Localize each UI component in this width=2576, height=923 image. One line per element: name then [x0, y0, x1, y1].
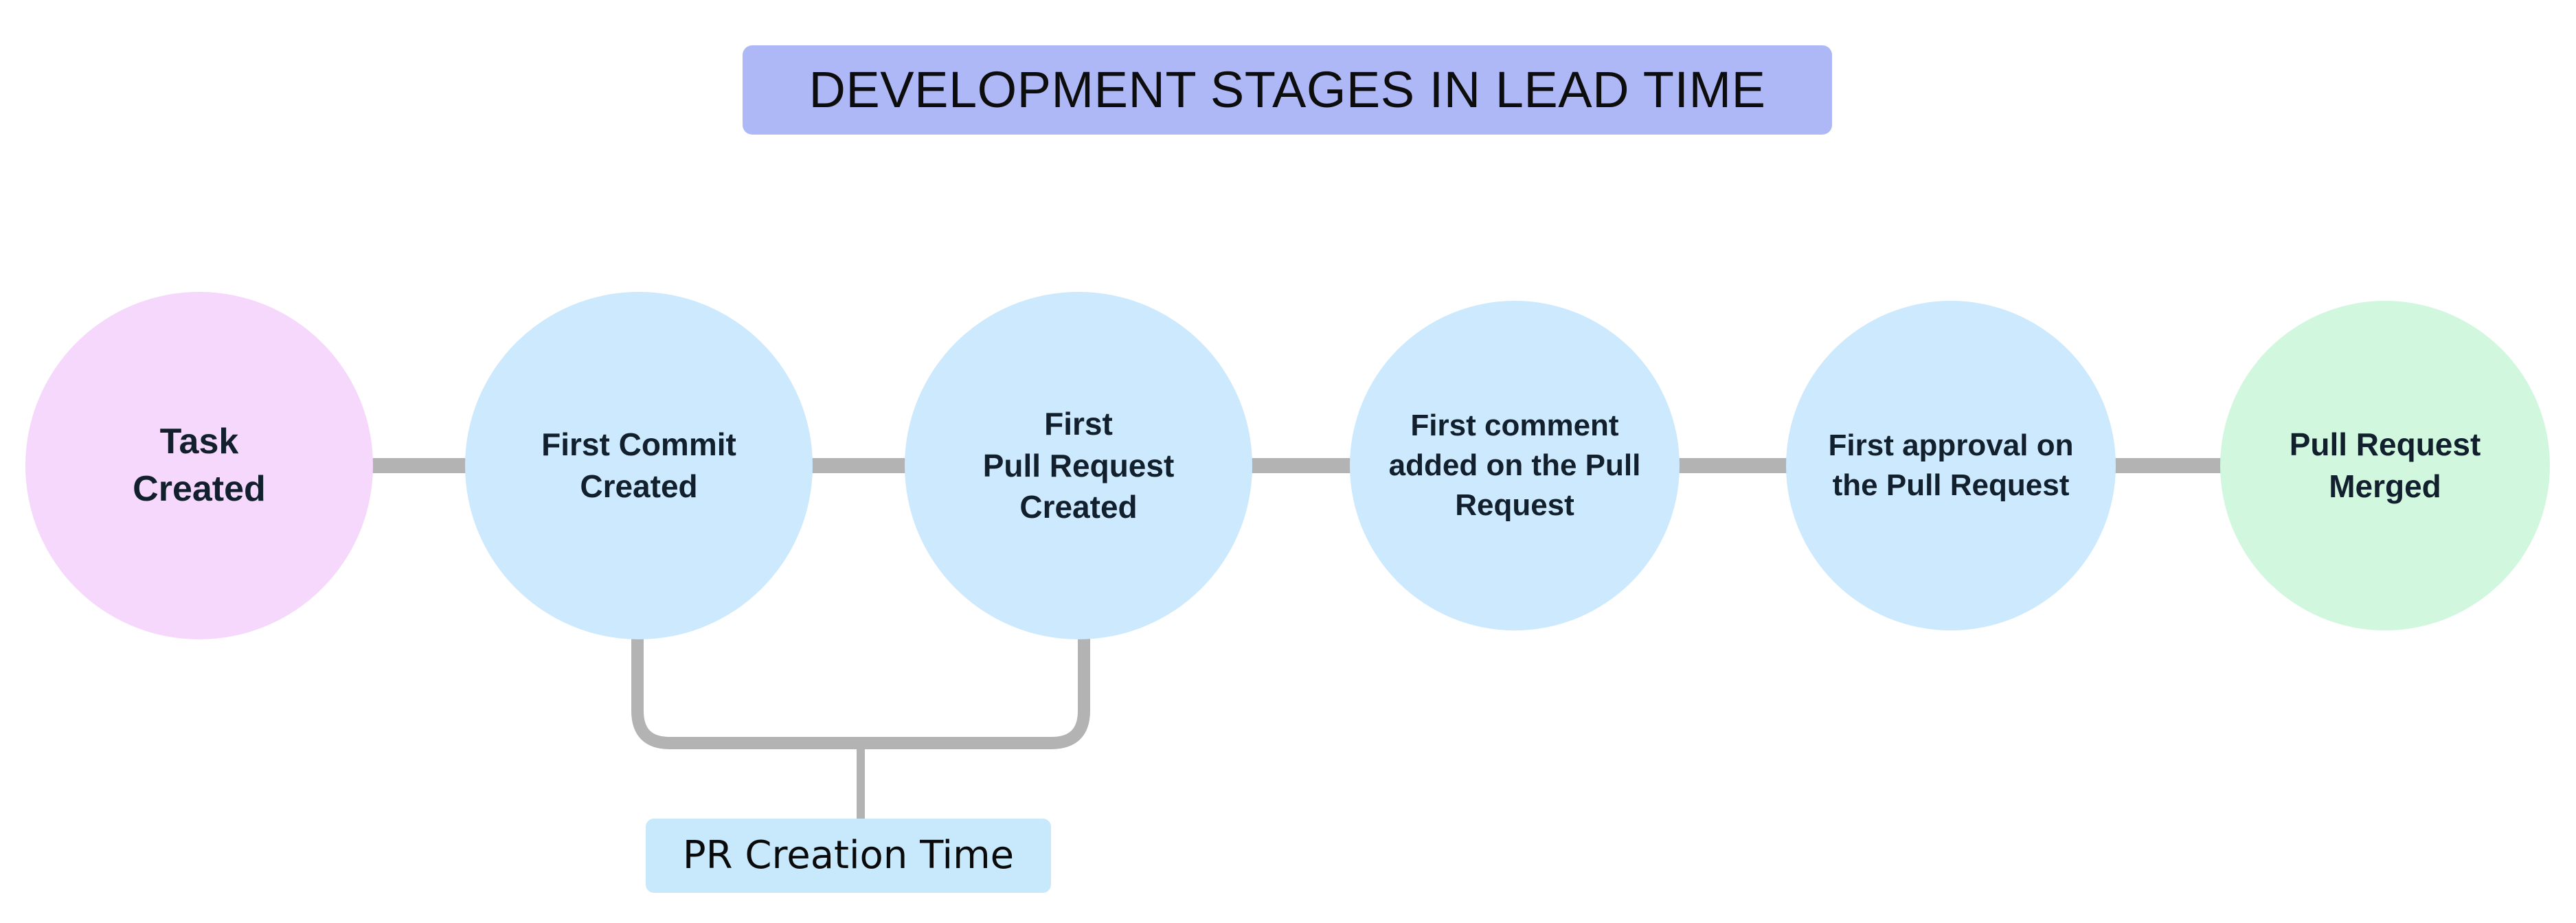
node-first-comment-on-pr[interactable]: First comment added on the Pull Request	[1350, 301, 1680, 630]
node-label-first-pull-request-created: First Pull Request Created	[982, 405, 1175, 525]
node-first-approval-on-pr[interactable]: First approval on the Pull Request	[1786, 301, 2116, 630]
node-label-pull-request-merged: Pull Request Merged	[2289, 426, 2481, 504]
node-label-first-commit-created: First Commit Created	[541, 426, 736, 504]
pr-creation-time-label: PR Creation Time	[682, 833, 1015, 878]
node-label-first-comment-on-pr: First comment added on the Pull Request	[1388, 408, 1641, 523]
node-pull-request-merged[interactable]: Pull Request Merged	[2220, 301, 2550, 630]
node-label-task-created: Task Created	[133, 422, 266, 509]
page-title: DEVELOPMENT STAGES IN LEAD TIME	[809, 61, 1766, 118]
node-first-commit-created[interactable]: First Commit Created	[465, 292, 813, 639]
node-task-created[interactable]: Task Created	[25, 292, 373, 639]
diagram-title-banner: DEVELOPMENT STAGES IN LEAD TIME	[743, 45, 1832, 135]
node-label-first-approval-on-pr: First approval on the Pull Request	[1828, 428, 2074, 502]
node-first-pull-request-created[interactable]: First Pull Request Created	[905, 292, 1252, 639]
pr-creation-time-bracket	[631, 639, 1090, 749]
pr-creation-time-label-chip[interactable]: PR Creation Time	[646, 819, 1051, 893]
